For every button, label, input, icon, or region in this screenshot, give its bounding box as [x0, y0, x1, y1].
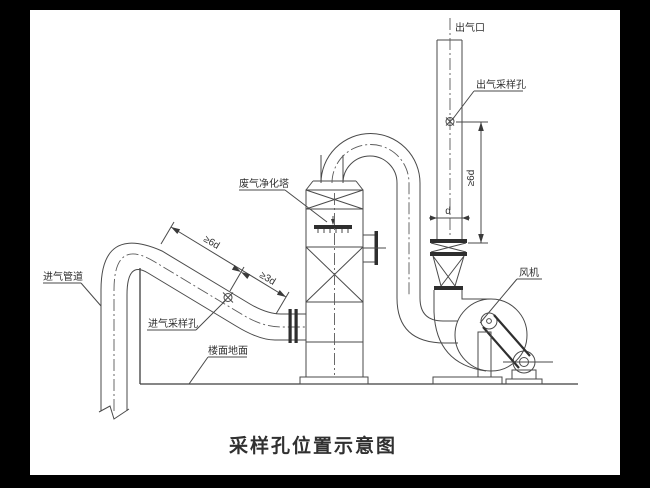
label-inlet-pipe: 进气管道: [43, 270, 102, 307]
inlet-flange: [288, 309, 292, 343]
svg-text:废气净化塔: 废气净化塔: [239, 177, 289, 190]
purification-tower: [299, 155, 386, 385]
inlet-flange: [294, 309, 298, 343]
label-inlet-sampling-hole: 进气采样孔: [147, 299, 227, 331]
tower-side-nozzle: [363, 231, 386, 265]
pipe-break-symbol: [98, 405, 130, 420]
fan: [432, 290, 553, 385]
fan-base: [432, 376, 503, 385]
label-tower: 废气净化塔: [239, 177, 328, 223]
drawing-paper: [30, 10, 620, 475]
svg-text:楼面地面: 楼面地面: [208, 344, 248, 357]
outlet-stack: [436, 18, 463, 239]
drawing-title: 采样孔位置示意图: [229, 434, 397, 457]
outlet-valve: [430, 239, 467, 290]
tower-base: [299, 376, 369, 385]
fan-volute: [433, 290, 487, 372]
outlet-dimension: ≥6d d: [429, 121, 488, 244]
svg-text:进气采样孔: 进气采样孔: [148, 317, 198, 330]
label-outlet-sampling-hole: 出气采样孔: [451, 78, 526, 121]
svg-text:进气管道: 进气管道: [43, 270, 83, 283]
dimension-outlet-vertical: ≥6d: [466, 170, 477, 187]
svg-text:风机: 风机: [519, 266, 539, 279]
label-outlet-port: 出气口: [455, 21, 485, 34]
drive-belt: [482, 314, 531, 369]
dimension-outlet-diameter: d: [445, 206, 451, 217]
label-fan: 风机: [479, 266, 542, 324]
svg-text:出气采样孔: 出气采样孔: [476, 78, 526, 91]
svg-text:出气口: 出气口: [455, 21, 485, 34]
label-floor: 楼面地面: [188, 344, 248, 385]
inlet-dimension: ≥6d ≥3d: [160, 221, 290, 315]
spray-header: [314, 216, 352, 233]
crossover-pipe: [320, 133, 458, 344]
inlet-pipe: [98, 242, 306, 420]
outlet-funnel: [432, 255, 465, 287]
